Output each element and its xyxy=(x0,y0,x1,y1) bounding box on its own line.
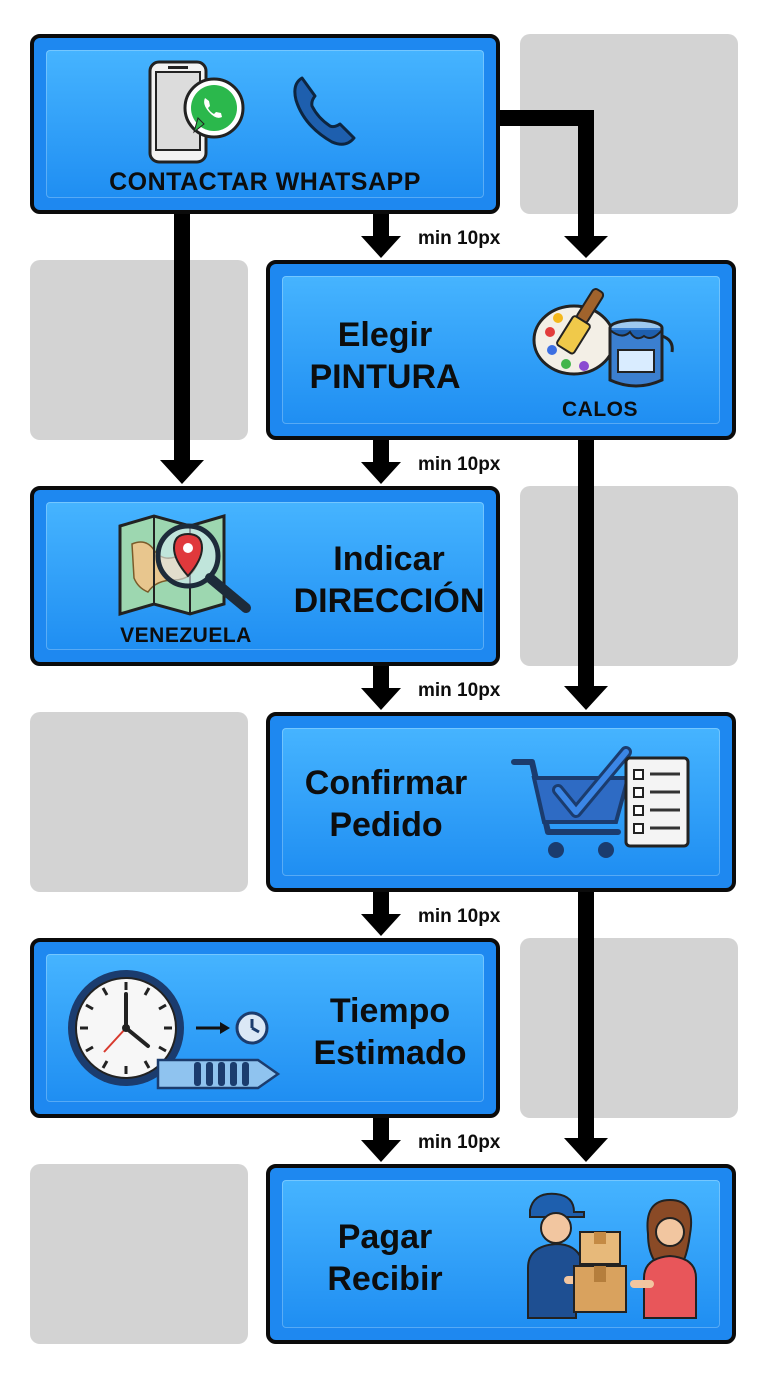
placeholder-tile xyxy=(520,938,738,1118)
package-icon xyxy=(573,1231,627,1313)
step-title: Elegir PINTURA xyxy=(309,316,461,396)
arrow-head xyxy=(361,1140,401,1162)
step-caption: VENEZUELA xyxy=(120,624,252,647)
step-card-contactar: CONTACTAR WHATSAPP xyxy=(30,34,500,214)
checklist-icon xyxy=(624,756,690,848)
placeholder-tile xyxy=(520,486,738,666)
progress-arrow-icon xyxy=(156,1058,281,1090)
arrow-head xyxy=(160,460,204,484)
arrow-head xyxy=(361,688,401,710)
arrow-shaft xyxy=(373,1118,389,1142)
arrow-label: min 10px xyxy=(418,680,501,701)
step-caption: CALOS xyxy=(562,398,638,421)
arrow-shaft xyxy=(174,214,190,462)
step-title: Pagar Recibir xyxy=(327,1218,443,1298)
paint-can-icon xyxy=(608,318,674,388)
placeholder-tile xyxy=(30,712,248,892)
arrow-shaft xyxy=(578,440,594,688)
step-title: Confirmar Pedido xyxy=(304,764,468,844)
small-clock-icon xyxy=(196,1011,269,1045)
arrow-label: min 10px xyxy=(418,228,501,249)
shopping-cart-check-icon xyxy=(511,746,632,858)
map-magnifier-pin-icon xyxy=(118,513,251,617)
phone-icon xyxy=(293,76,356,146)
arrow-label: min 10px xyxy=(418,1132,501,1153)
step-title: CONTACTAR WHATSAPP xyxy=(109,168,421,196)
step-card-elegir: Elegir PINTURA CALOS xyxy=(266,260,736,440)
arrow-label: min 10px xyxy=(418,906,501,927)
arrow-shaft xyxy=(373,666,389,690)
step-title: Tiempo Estimado xyxy=(313,992,467,1072)
step-card-tiempo: Tiempo Estimado xyxy=(30,938,500,1118)
smartphone-whatsapp-icon xyxy=(148,60,245,164)
arrow-shaft xyxy=(373,892,389,916)
clock-icon xyxy=(68,970,184,1086)
arrow-head xyxy=(564,1138,608,1162)
arrow-head xyxy=(361,914,401,936)
placeholder-tile xyxy=(30,260,248,440)
arrow-shaft xyxy=(373,214,389,238)
step-card-pagar: Pagar Recibir xyxy=(266,1164,736,1344)
placeholder-tile xyxy=(30,1164,248,1344)
step-card-confirmar: Confirmar Pedido xyxy=(266,712,736,892)
arrow-shaft xyxy=(578,892,594,1140)
arrow-head xyxy=(564,686,608,710)
arrow-shaft xyxy=(373,440,389,464)
arrow-head xyxy=(361,236,401,258)
step-title: Indicar DIRECCIÓN xyxy=(293,540,485,620)
paint-palette-brush-icon xyxy=(532,288,616,376)
arrow-label: min 10px xyxy=(418,454,501,475)
arrow-head xyxy=(361,462,401,484)
arrow-shaft xyxy=(578,110,594,238)
step-card-indicar: VENEZUELA Indicar DIRECCIÓN xyxy=(30,486,500,666)
arrow-head xyxy=(564,236,608,258)
customer-icon xyxy=(630,1198,697,1319)
arrow-shaft xyxy=(500,110,594,126)
